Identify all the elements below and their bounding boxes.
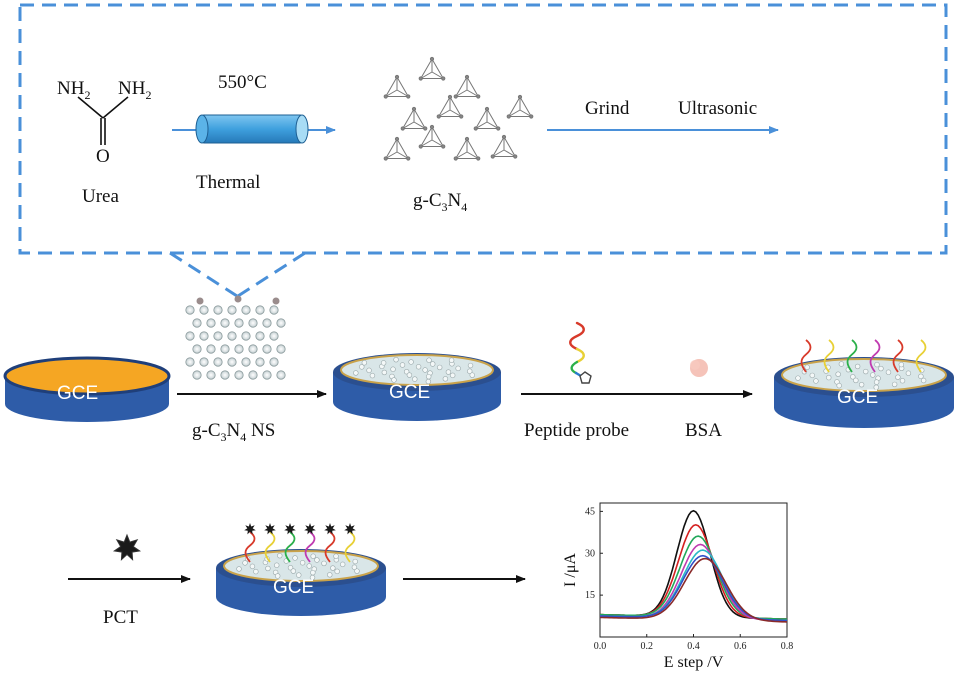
bsa-label: BSA [685, 420, 722, 441]
zoom-line-right [237, 251, 306, 298]
urea-label: Urea [82, 186, 119, 207]
gce-label-4: GCE [273, 577, 315, 598]
electrode-probe-bsa [774, 339, 954, 428]
g-c3n4-network-icon [383, 56, 534, 161]
gce-label-2: GCE [389, 382, 431, 403]
zoom-line-left [169, 251, 238, 298]
x-axis-label: E step /V [664, 654, 724, 671]
series-line-5 [600, 549, 787, 622]
thermal-label: Thermal [196, 172, 261, 193]
y-tick-label: 15 [585, 590, 595, 601]
dpv-chart: 0.0 0.2 0.4 0.6 0.8 15 30 45 E step /V I /μA [562, 502, 794, 671]
x-tick-label: 0.4 [687, 641, 700, 652]
x-tick-label: 0.0 [594, 641, 607, 652]
urea-structure [77, 96, 129, 145]
urea-oxygen-label: O [96, 146, 110, 167]
ultrasonic-label: Ultrasonic [678, 98, 758, 119]
gce-label-3: GCE [837, 387, 879, 408]
electrode-modified [333, 353, 501, 421]
y-tick-label: 30 [585, 548, 595, 559]
g-c3n4-label: g-C3N4 [413, 190, 468, 214]
g-c3n4-ns-label: g-C3N4 NS [192, 420, 276, 444]
y-tick-label: 45 [585, 506, 595, 517]
synthesis-dashed-box [18, 3, 948, 255]
bsa-icon [690, 359, 708, 377]
electrode-bare [3, 356, 171, 422]
peptide-probe-label: Peptide probe [524, 420, 630, 441]
gce-label-1: GCE [57, 383, 99, 404]
temperature-label: 550°C [218, 72, 267, 93]
series-line-6 [600, 554, 787, 622]
x-tick-label: 0.8 [781, 641, 794, 652]
series-line-1 [600, 509, 787, 620]
grind-label: Grind [585, 98, 630, 119]
urea-nh2-left-label: NH2 [57, 78, 91, 102]
electrode-pct-bound [216, 523, 386, 616]
furnace-tube-icon [195, 114, 309, 144]
x-tick-label: 0.2 [641, 641, 654, 652]
g-c3n4-nanosheet-icon [185, 295, 286, 380]
pct-label: PCT [103, 607, 138, 628]
y-axis-label: I /μA [562, 553, 579, 587]
urea-nh2-right-label: NH2 [118, 78, 152, 102]
x-tick-label: 0.6 [734, 641, 747, 652]
series-line-7 [600, 557, 788, 623]
pct-star-icon [112, 533, 142, 561]
peptide-probe-icon [569, 321, 592, 384]
